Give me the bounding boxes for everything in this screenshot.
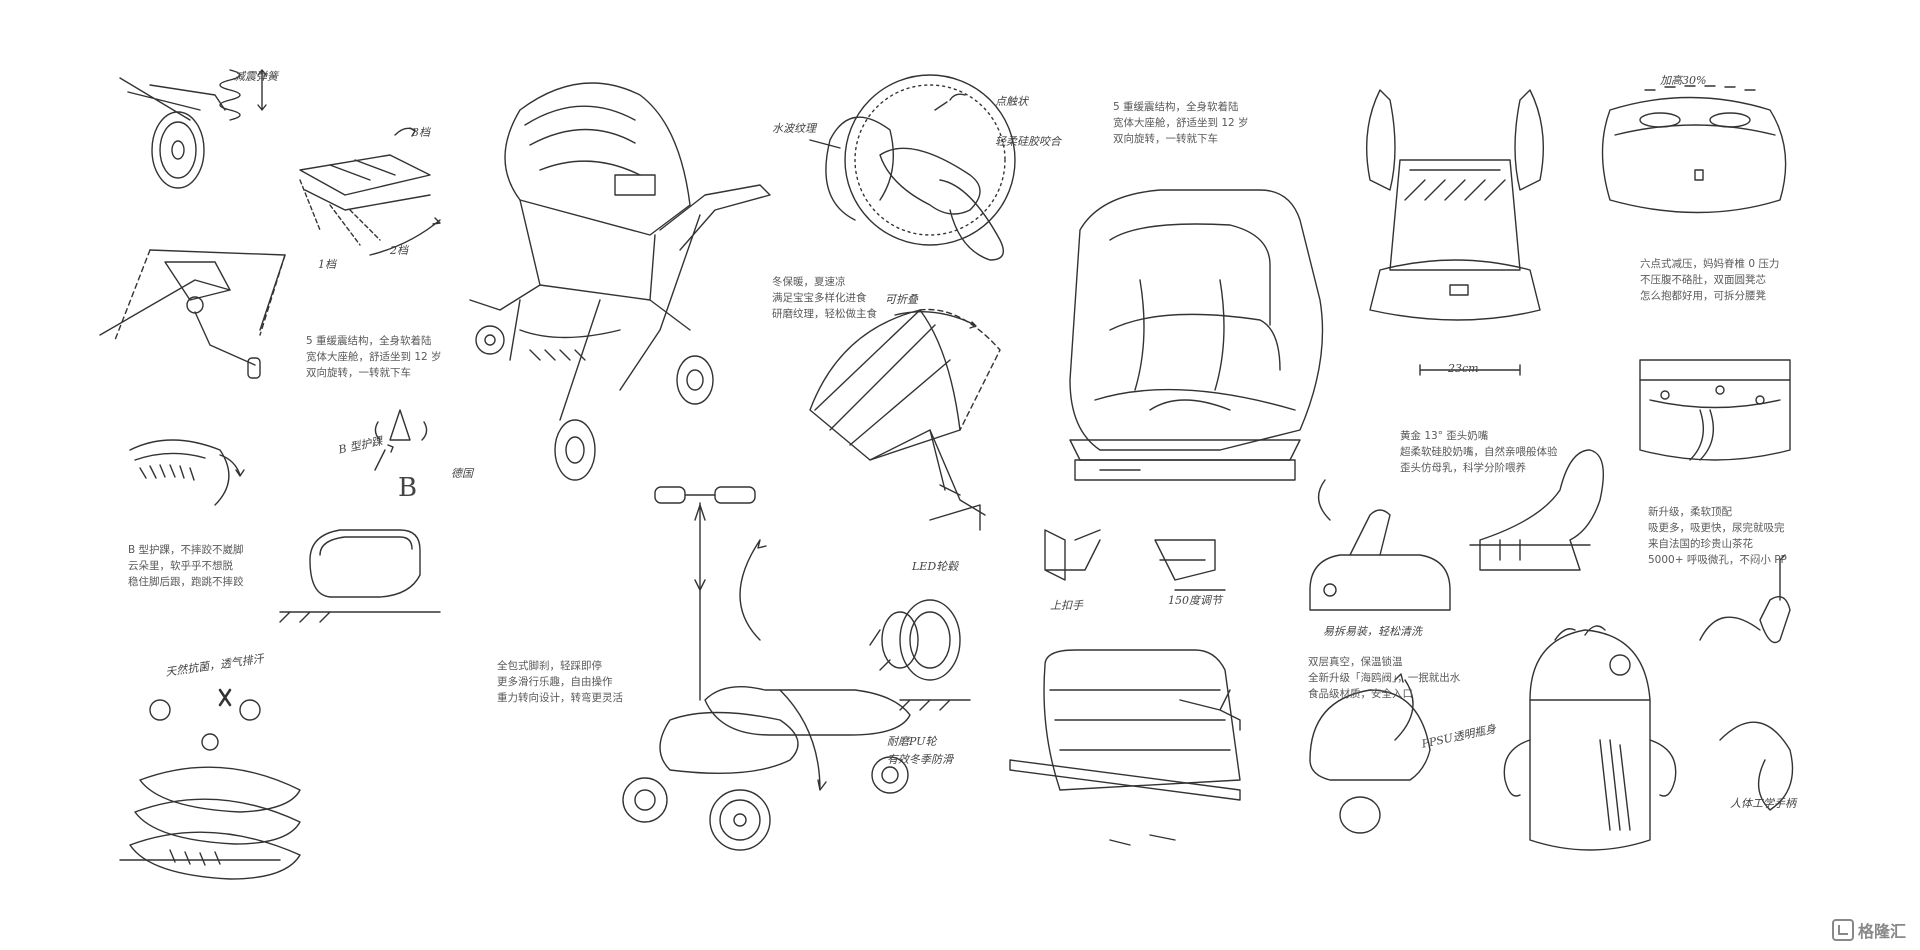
note-line: 满足宝宝多样化进食 [772, 292, 867, 304]
led-wheel-label: LED轮毂 [912, 560, 959, 573]
cup-easy-clean-label: 易拆易装，轻松清洗 [1323, 625, 1422, 638]
note-line: 超柔软硅胶奶嘴，自然亲喂般体验 [1400, 446, 1558, 458]
seat-base-sketch [1009, 649, 1241, 846]
carseat-feature-notes: 5 重缓震结构，全身软着陆 宽体大座舱，舒适坐到 12 岁 双向旋转，一转就下车 [1113, 99, 1249, 147]
diaper-top-sketch [1601, 85, 1787, 214]
shoe-strap-sketch [129, 439, 245, 506]
nipple-sketch [1469, 449, 1604, 571]
note-line: 5 重缓震结构，全身软着陆 [1113, 101, 1239, 113]
car-seat-sketch [1069, 189, 1324, 481]
insole-sketch [119, 688, 301, 880]
teether-hand-sketch [809, 74, 1016, 261]
seat-dim-label: 上扣手 [1050, 599, 1083, 612]
note-line: 黄金 13° 歪头奶嘴 [1400, 430, 1489, 442]
diaper-feature-notes: 新升级，柔软顶配 吸更多，吸更快，尿完就吸完 来自法国的珍贵山茶花 5000+ … [1648, 504, 1787, 568]
carrier-feature-notes: 六点式减压，妈妈脊椎 0 压力 不压腹不硌肚，双面圆凳芯 怎么抱都好用，可拆分腰… [1640, 256, 1779, 304]
adjust-label: 可折叠 [885, 293, 918, 306]
note-line: 食品级材质，安全入口 [1308, 688, 1413, 700]
note-line: 来自法国的珍贵山茶花 [1648, 538, 1753, 550]
gear-2-label: 2档 [390, 244, 408, 257]
footrest-sketch [299, 127, 441, 256]
scooter-feature-notes: 全包式脚刹，轻踩即停 更多滑行乐趣，自由操作 重力转向设计，转弯更灵活 [497, 658, 623, 706]
note-line: 全包式脚刹，轻踩即停 [497, 660, 602, 672]
note-line: 六点式减压，妈妈脊椎 0 压力 [1640, 258, 1780, 270]
note-line: 重力转向设计，转弯更灵活 [497, 692, 623, 704]
note-line: 双向旋转，一转就下车 [1113, 133, 1218, 145]
note-line: 更多滑行乐趣，自由操作 [497, 676, 613, 688]
led-wheel-sketch [869, 599, 971, 711]
gear-3-label: 3档 [412, 126, 430, 139]
diaper-section-sketch [1639, 359, 1791, 461]
b-letter: B [398, 473, 418, 503]
note-line: 新升级，柔软顶配 [1648, 506, 1732, 518]
scooter-sketch [622, 486, 911, 851]
seat-parts-sketch [1044, 529, 1226, 591]
water-texture-label: 水波纹理 [772, 122, 816, 135]
carrier-width-label: 23cm [1448, 362, 1479, 375]
canopy-sketch [809, 308, 1001, 531]
german-label: 德国 [451, 467, 473, 480]
note-line: 研磨纹理，轻松做主食 [772, 308, 877, 320]
bottle-top-sketch [1309, 479, 1451, 611]
note-line: 双层真空，保温锁温 [1308, 656, 1403, 668]
note-line: 宽体大座舱，舒适坐到 12 岁 [1113, 117, 1249, 129]
note-line: 双向旋转，一转就下车 [306, 367, 411, 379]
heel-guard-sketch [279, 409, 441, 623]
note-line: 云朵里，软乎乎不想脱 [128, 560, 233, 572]
canopy-feature-notes: 冬保暖，夏速凉 满足宝宝多样化进食 研磨纹理，轻松做主食 [772, 274, 877, 322]
dot-texture-label: 点触状 [995, 95, 1028, 108]
strap-label: 人体工学手柄 [1730, 797, 1796, 810]
note-line: 稳住脚后跟，跑跳不摔跤 [128, 576, 244, 588]
stroller-feature-notes: 5 重缓震结构，全身软着陆 宽体大座舱，舒适坐到 12 岁 双向旋转，一转就下车 [306, 333, 442, 381]
note-line: 5000+ 呼吸微孔，不闷小 PP [1648, 554, 1787, 566]
zoom-up-label: 加高30% [1660, 74, 1707, 87]
cup-feature-notes: 双层真空，保温锁温 全新升级「海鸥阀」，一抿就出水 食品级材质，安全入口 [1308, 654, 1460, 702]
note-line: 吸更多，吸更快，尿完就吸完 [1648, 522, 1785, 534]
note-line: 冬保暖，夏速凉 [772, 276, 846, 288]
wear-wheel-label-2: 有效冬季防滑 [887, 753, 953, 766]
dino-cup-sketch [1503, 625, 1677, 851]
note-line: 怎么抱都好用，可拆分腰凳 [1640, 290, 1766, 302]
stroller-sketch [469, 82, 771, 481]
note-line: 5 重缓震结构，全身软着陆 [306, 335, 432, 347]
note-line: 不压腹不硌肚，双面圆凳芯 [1640, 274, 1766, 286]
stroller-wheel-sketch [119, 69, 267, 189]
note-line: 宽体大座舱，舒适坐到 12 岁 [306, 351, 442, 363]
logo-icon [1831, 919, 1854, 941]
seat-dim-label-2: 150度调节 [1168, 594, 1222, 607]
wheel-brake-sketch [99, 249, 286, 379]
baby-carrier-sketch [1366, 89, 1544, 376]
spring-label: 减震弹簧 [234, 70, 278, 83]
gear-1-label: 1档 [318, 258, 336, 271]
note-line: 歪头仿母乳，科学分阶喂养 [1400, 462, 1526, 474]
wear-wheel-label: 耐磨PU轮 [887, 735, 937, 748]
soft-silicone-label: 轻柔硅胶咬合 [995, 135, 1061, 148]
note-line: B 型护踝，不摔跤不崴脚 [128, 544, 244, 556]
nipple-feature-notes: 黄金 13° 歪头奶嘴 超柔软硅胶奶嘴，自然亲喂般体验 歪头仿母乳，科学分阶喂养 [1400, 428, 1558, 476]
watermark-logo: 格隆汇 [1831, 918, 1906, 942]
cup-lid-sketch [1309, 673, 1431, 834]
shoe-guard-notes: B 型护踝，不摔跤不崴脚 云朵里，软乎乎不想脱 稳住脚后跟，跑跳不摔跤 [128, 542, 244, 590]
watermark-text: 格隆汇 [1857, 922, 1906, 941]
note-line: 全新升级「海鸥阀」，一抿就出水 [1308, 672, 1461, 684]
straw-sketch [1699, 554, 1794, 811]
